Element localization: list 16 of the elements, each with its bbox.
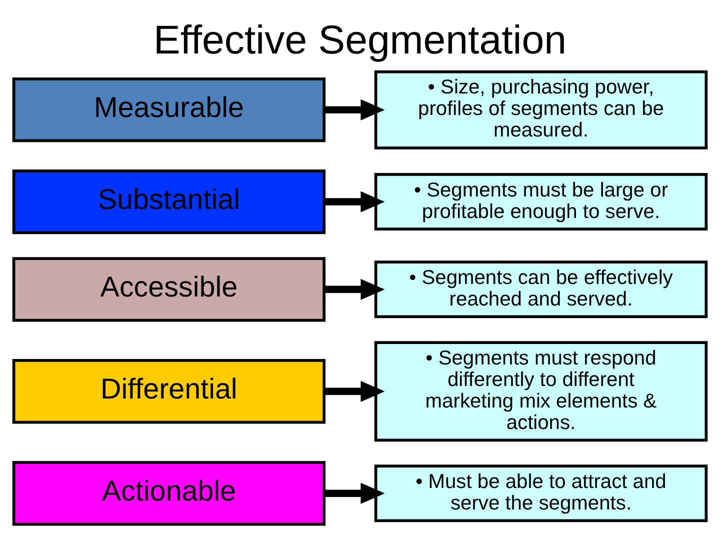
diagram-title: Effective Segmentation (154, 18, 566, 63)
node-box: Differential (12, 359, 326, 424)
node-box: Actionable (12, 461, 326, 526)
node-box: • Segments can be effectively reached and served. (374, 260, 708, 318)
node-box: Substantial (12, 169, 326, 234)
arrow (324, 278, 385, 300)
arrow (324, 99, 385, 120)
node-box: Accessible (12, 257, 326, 322)
arrow (324, 482, 385, 504)
node-box: • Segments must respond differently to different marketing mix elements & actions. (374, 341, 708, 442)
node-box: • Segments must be large or profitable enough to serve. (374, 173, 708, 230)
node-box: • Size, purchasing power, profiles of segments can be measured. (374, 70, 708, 150)
node-box: • Must be able to attract and serve the segments. (374, 464, 708, 522)
arrow (324, 191, 385, 212)
node-box: Measurable (12, 78, 326, 142)
arrow (324, 380, 385, 402)
